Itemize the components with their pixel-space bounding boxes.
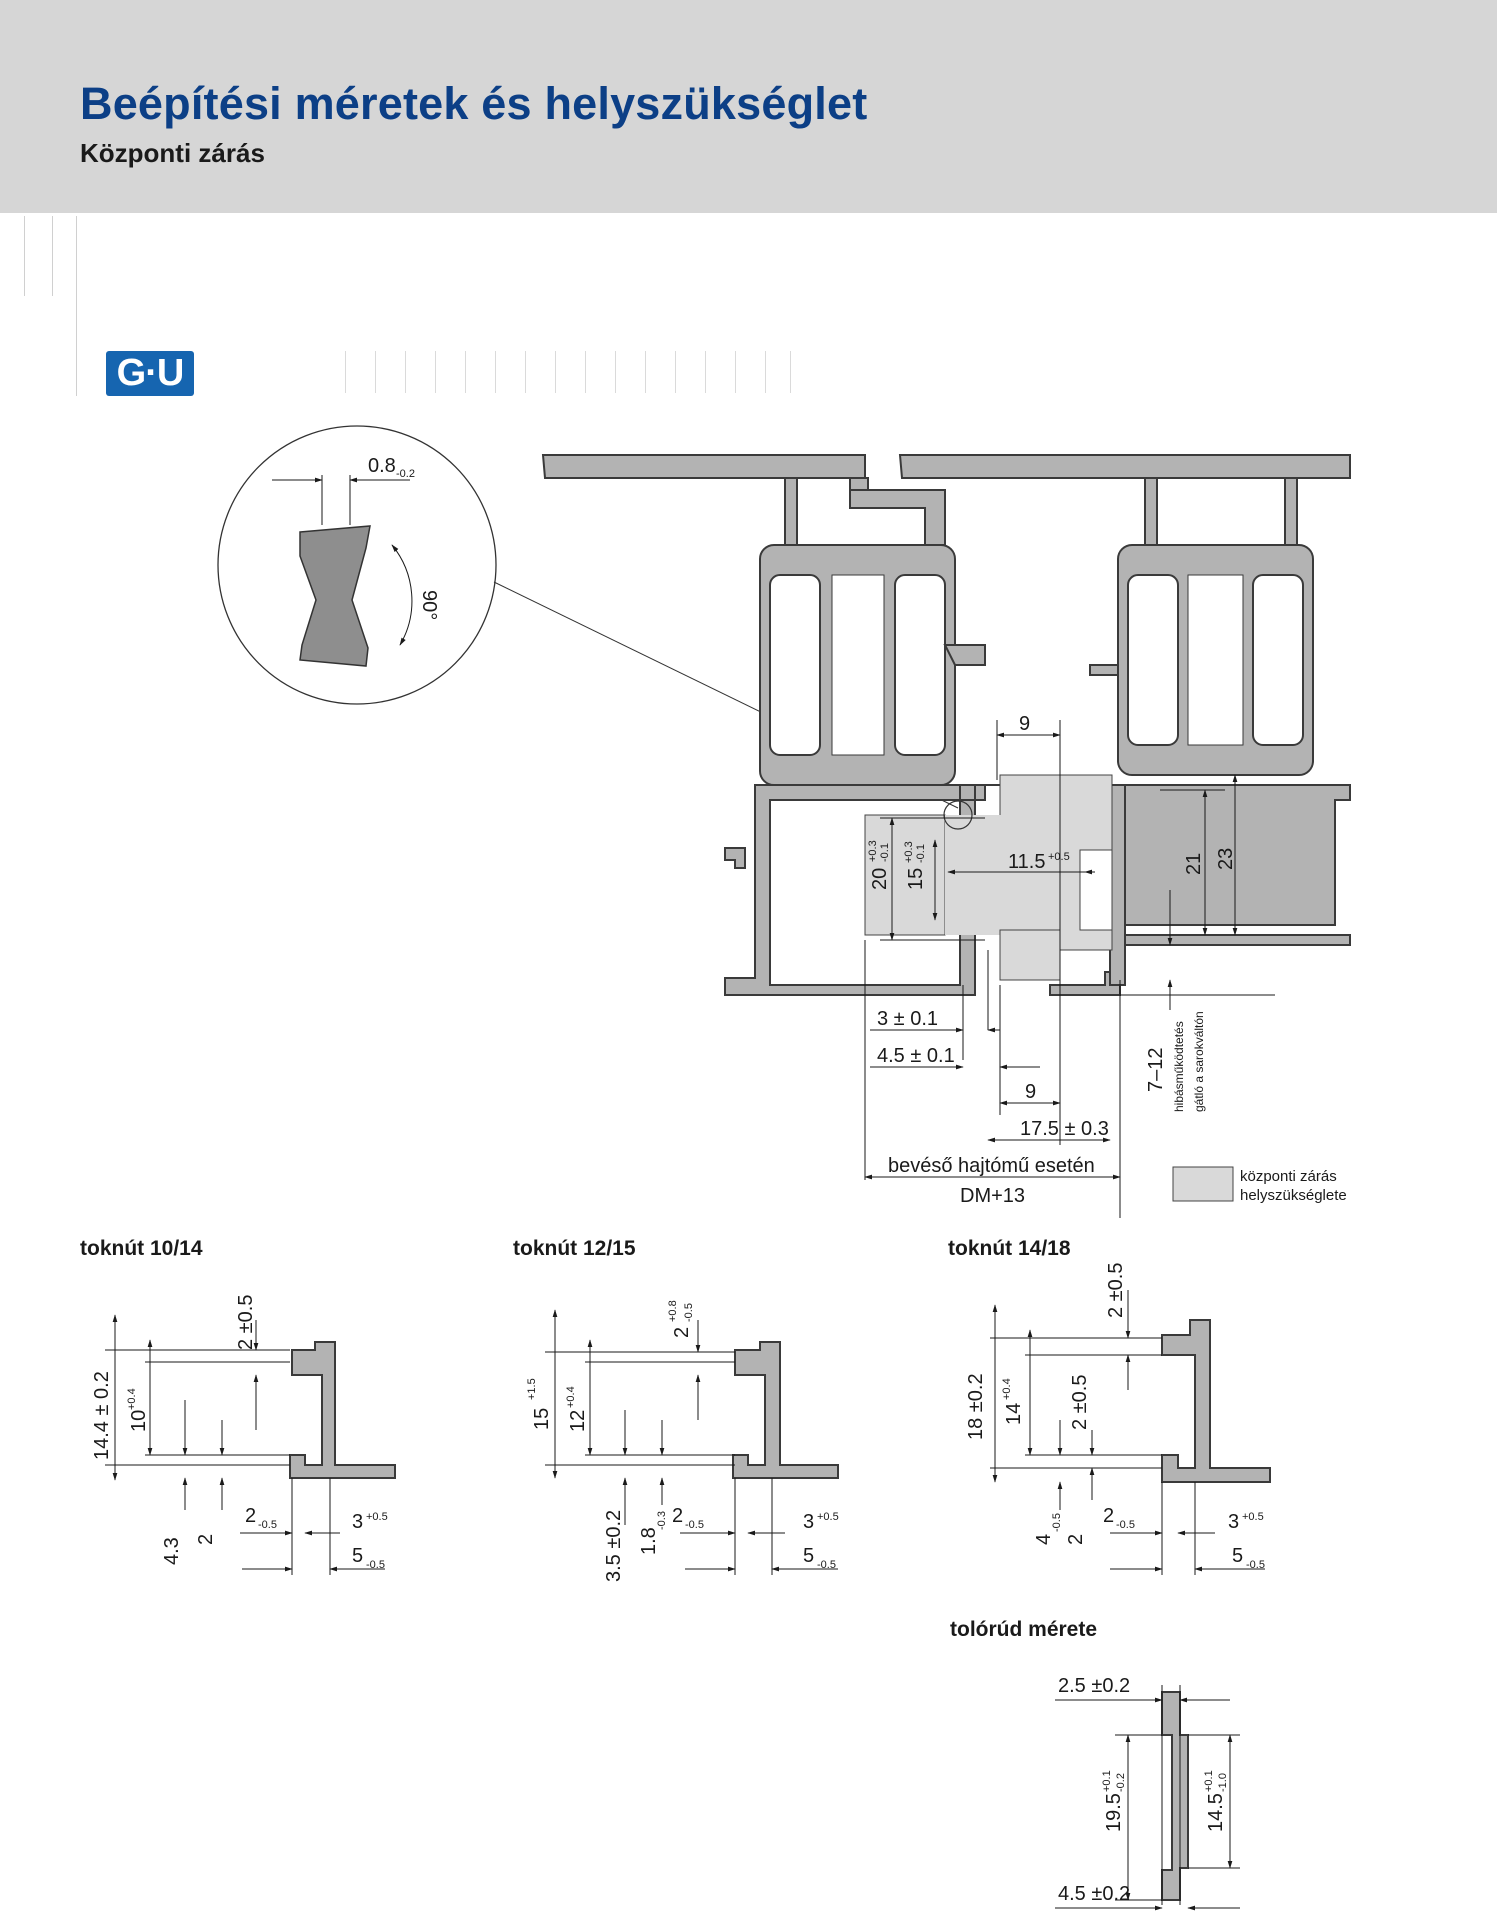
decor-ticks <box>345 351 795 393</box>
dim-20-tol: +0.3 <box>867 840 879 862</box>
sec3-h3-tol: -0.5 <box>1246 1559 1265 1571</box>
sec2-inner-tol: +0.4 <box>565 1386 577 1408</box>
sec1-b1: 4.3 <box>161 1537 183 1565</box>
dim-dm: DM+13 <box>960 1185 1025 1207</box>
section-title: toknút 14/18 <box>948 1237 1071 1260</box>
sec1-h1: 2 <box>245 1505 256 1527</box>
sec2-b2-tol: -0.3 <box>656 1511 668 1530</box>
sec3-h1: 2 <box>1103 1505 1114 1527</box>
bar-left-dn: -0.2 <box>1115 1773 1127 1792</box>
dim-top9: 9 <box>1019 713 1030 735</box>
sec3-h3: 5 <box>1232 1545 1243 1567</box>
bar-bottom: 4.5 ±0.2 <box>1058 1883 1130 1905</box>
legend-line1: központi zárás <box>1240 1168 1337 1185</box>
sec2-h2-tol: +0.5 <box>817 1511 839 1523</box>
sec2-h2: 3 <box>803 1511 814 1533</box>
dim-4-5: 4.5 ± 0.1 <box>877 1045 955 1067</box>
sec2-top: 2 <box>671 1327 693 1338</box>
decor-line <box>76 216 77 396</box>
dim-9: 9 <box>1025 1081 1036 1103</box>
bar-top: 2.5 ±0.2 <box>1058 1675 1130 1697</box>
dim-15-tol: +0.3 <box>903 841 915 863</box>
sec3-outer: 18 ±0.2 <box>965 1373 987 1440</box>
dim-21: 21 <box>1183 853 1205 875</box>
page-subtitle: Központi zárás <box>80 138 265 168</box>
detail-angle: 90° <box>418 590 440 620</box>
sec1-h3: 5 <box>352 1545 363 1567</box>
sec3-h2: 3 <box>1228 1511 1239 1533</box>
bar-section: tolórúd mérete 2.5 ±0.2 19.5 +0.1 -0.2 1… <box>950 1618 1240 1911</box>
note-line1: hibásműködtetés <box>1172 1021 1186 1112</box>
sec1-outer: 14.4 ± 0.2 <box>91 1371 113 1460</box>
sec2-outer-tol: +1.5 <box>526 1378 538 1400</box>
dim-3: 3 ± 0.1 <box>877 1008 938 1030</box>
strip-profile <box>299 525 371 667</box>
dim-7-12: 7–12 <box>1145 1048 1167 1093</box>
sec2-inner: 12 <box>567 1410 589 1432</box>
sec1-h2: 3 <box>352 1511 363 1533</box>
sec2-h1-tol: -0.5 <box>685 1519 704 1531</box>
sec1-h1-tol: -0.5 <box>258 1519 277 1531</box>
sec1-top: 2 ±0.5 <box>235 1295 257 1350</box>
dim-bevesos: bevéső hajtómű esetén <box>888 1155 1095 1177</box>
detail-dim-tol: -0.2 <box>396 468 415 480</box>
sec2-h1: 2 <box>672 1505 683 1527</box>
bar-right-dn: -1.0 <box>1217 1773 1229 1792</box>
section-title: toknút 12/15 <box>513 1237 636 1260</box>
sec1-inner-tol: +0.4 <box>126 1388 138 1410</box>
detail-circle: 0.8 -0.2 90° <box>217 425 959 809</box>
bar-left-up: +0.1 <box>1101 1770 1113 1792</box>
bar-left: 19.5 <box>1103 1793 1125 1832</box>
decor-line <box>24 216 25 296</box>
sec2-h3-tol: -0.5 <box>817 1559 836 1571</box>
sec3-mid: 2 ±0.5 <box>1069 1375 1091 1430</box>
note-line2: gátló a sarokváltón <box>1192 1011 1206 1112</box>
detail-dim: 0.8 <box>368 455 396 477</box>
sec3-h2-tol: +0.5 <box>1242 1511 1264 1523</box>
sec2-outer: 15 <box>531 1408 553 1430</box>
section-14-18: toknút 14/18 18 ±0.2 14 +0.4 2 ±0.5 2 ±0… <box>948 1237 1271 1575</box>
section-10-14: toknút 10/14 14.4 ± 0.2 10 +0.4 2 ±0.5 4… <box>80 1237 396 1575</box>
dim-15: 15 <box>905 868 927 890</box>
sec3-b1-tol: -0.5 <box>1051 1513 1063 1532</box>
dim-23: 23 <box>1215 848 1237 870</box>
sec1-h2-tol: +0.5 <box>366 1511 388 1523</box>
section-title: toknút 10/14 <box>80 1237 203 1260</box>
gu-logo: G·U <box>106 351 194 396</box>
main-dimensions: 9 20 +0.3 -0.1 15 +0.3 -0.1 11.5 +0.5 21… <box>864 713 1347 1218</box>
section-12-15: toknút 12/15 15 +1.5 12 +0.4 2 +0.8 -0.5… <box>513 1237 839 1582</box>
sec1-b2: 2 <box>195 1534 217 1545</box>
sec3-inner: 14 <box>1003 1403 1025 1425</box>
sec3-h1-tol: -0.5 <box>1116 1519 1135 1531</box>
dim-17-5: 17.5 ± 0.3 <box>1020 1118 1109 1140</box>
sec2-b2: 1.8 <box>638 1527 660 1555</box>
bar-title: tolórúd mérete <box>950 1618 1097 1641</box>
sec1-inner: 10 <box>128 1410 150 1432</box>
sec3-top: 2 ±0.5 <box>1105 1263 1127 1318</box>
dim-11-5-tol: +0.5 <box>1048 851 1070 863</box>
sec2-top-dn: -0.5 <box>683 1303 695 1322</box>
main-profile-assembly <box>541 454 1351 996</box>
sec3-inner-tol: +0.4 <box>1001 1378 1013 1400</box>
dim-20-tol2: -0.1 <box>879 843 891 862</box>
bar-right: 14.5 <box>1205 1793 1227 1832</box>
decor-line <box>52 216 53 296</box>
sec3-b2: 2 <box>1065 1534 1087 1545</box>
dim-20: 20 <box>869 868 891 890</box>
page-title: Beépítési méretek és helyszükséglet <box>80 78 868 129</box>
sec2-h3: 5 <box>803 1545 814 1567</box>
space-requirement <box>864 814 946 936</box>
sec2-b1: 3.5 ±0.2 <box>603 1510 625 1582</box>
sec1-h3-tol: -0.5 <box>366 1559 385 1571</box>
dim-15-tol2: -0.1 <box>915 844 927 863</box>
bar-right-up: +0.1 <box>1203 1770 1215 1792</box>
legend-line2: helyszükséglete <box>1240 1187 1347 1204</box>
sec2-top-up: +0.8 <box>667 1300 679 1322</box>
dim-11-5: 11.5 <box>1008 851 1045 873</box>
legend-swatch <box>1172 1166 1234 1202</box>
sec3-b1: 4 <box>1033 1534 1055 1545</box>
header-band <box>0 0 1497 213</box>
